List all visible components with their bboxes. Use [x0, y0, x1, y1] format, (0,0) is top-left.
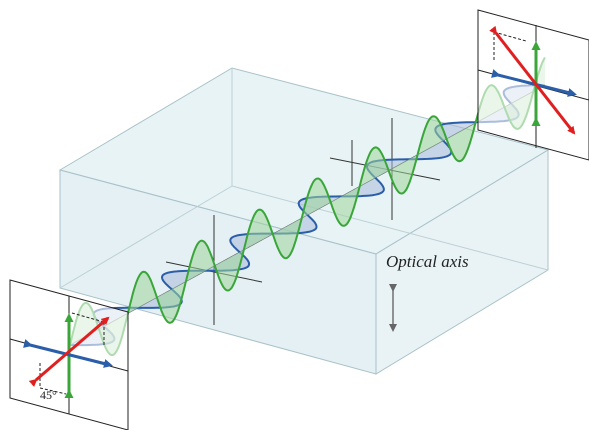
exit-polarization-panel: [477, 9, 589, 161]
extraordinary-wave-fill: [70, 57, 545, 356]
angle-label: 45°: [40, 388, 57, 402]
exit-red-vector: [489, 25, 576, 135]
wave-group: [69, 56, 546, 357]
extraordinary-wave: [69, 56, 546, 357]
entry-red-vector: [28, 316, 110, 387]
entry-polarization-panel: [9, 279, 129, 430]
optical-axis-label: Optical axis: [386, 252, 469, 271]
